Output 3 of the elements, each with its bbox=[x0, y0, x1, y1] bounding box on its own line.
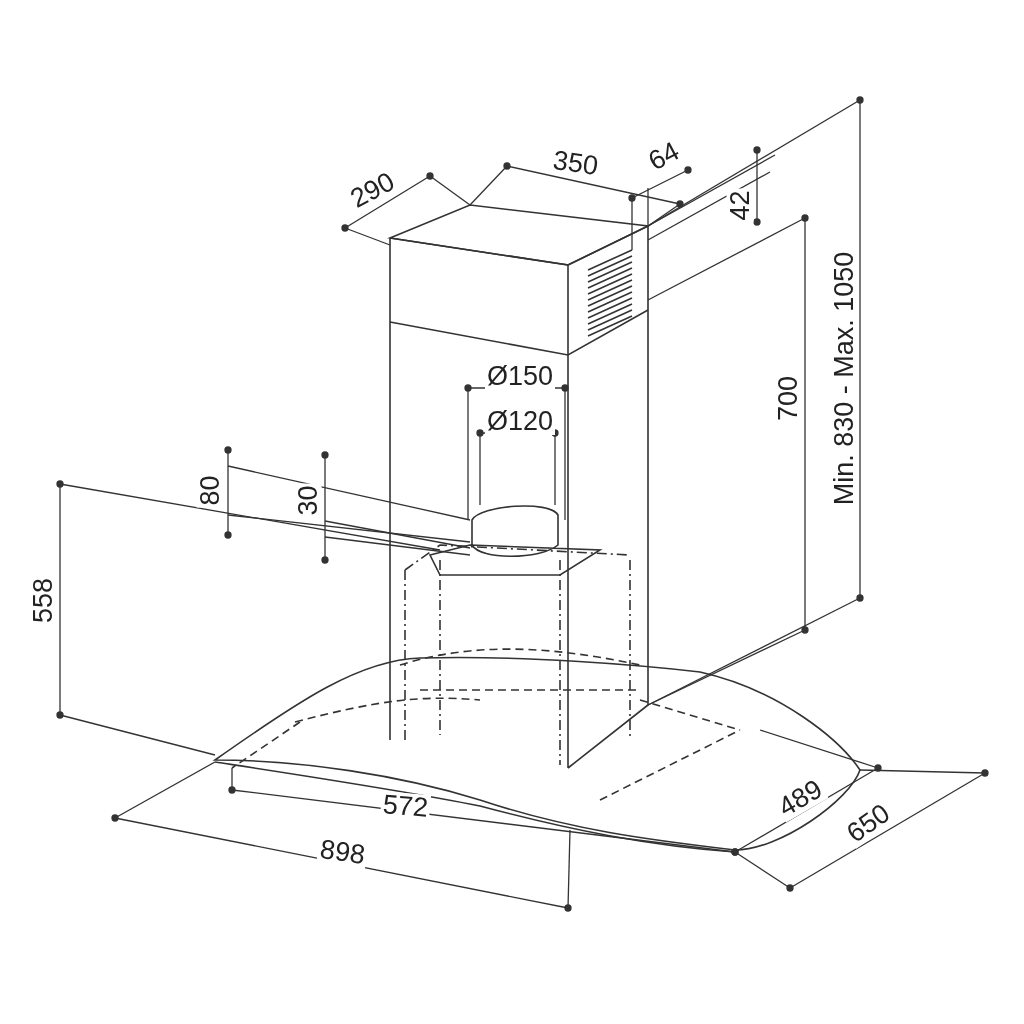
dimension-label: Ø120 bbox=[485, 407, 556, 435]
dimension-label: 42 bbox=[726, 188, 754, 222]
dimension-label: Ø150 bbox=[485, 362, 556, 390]
